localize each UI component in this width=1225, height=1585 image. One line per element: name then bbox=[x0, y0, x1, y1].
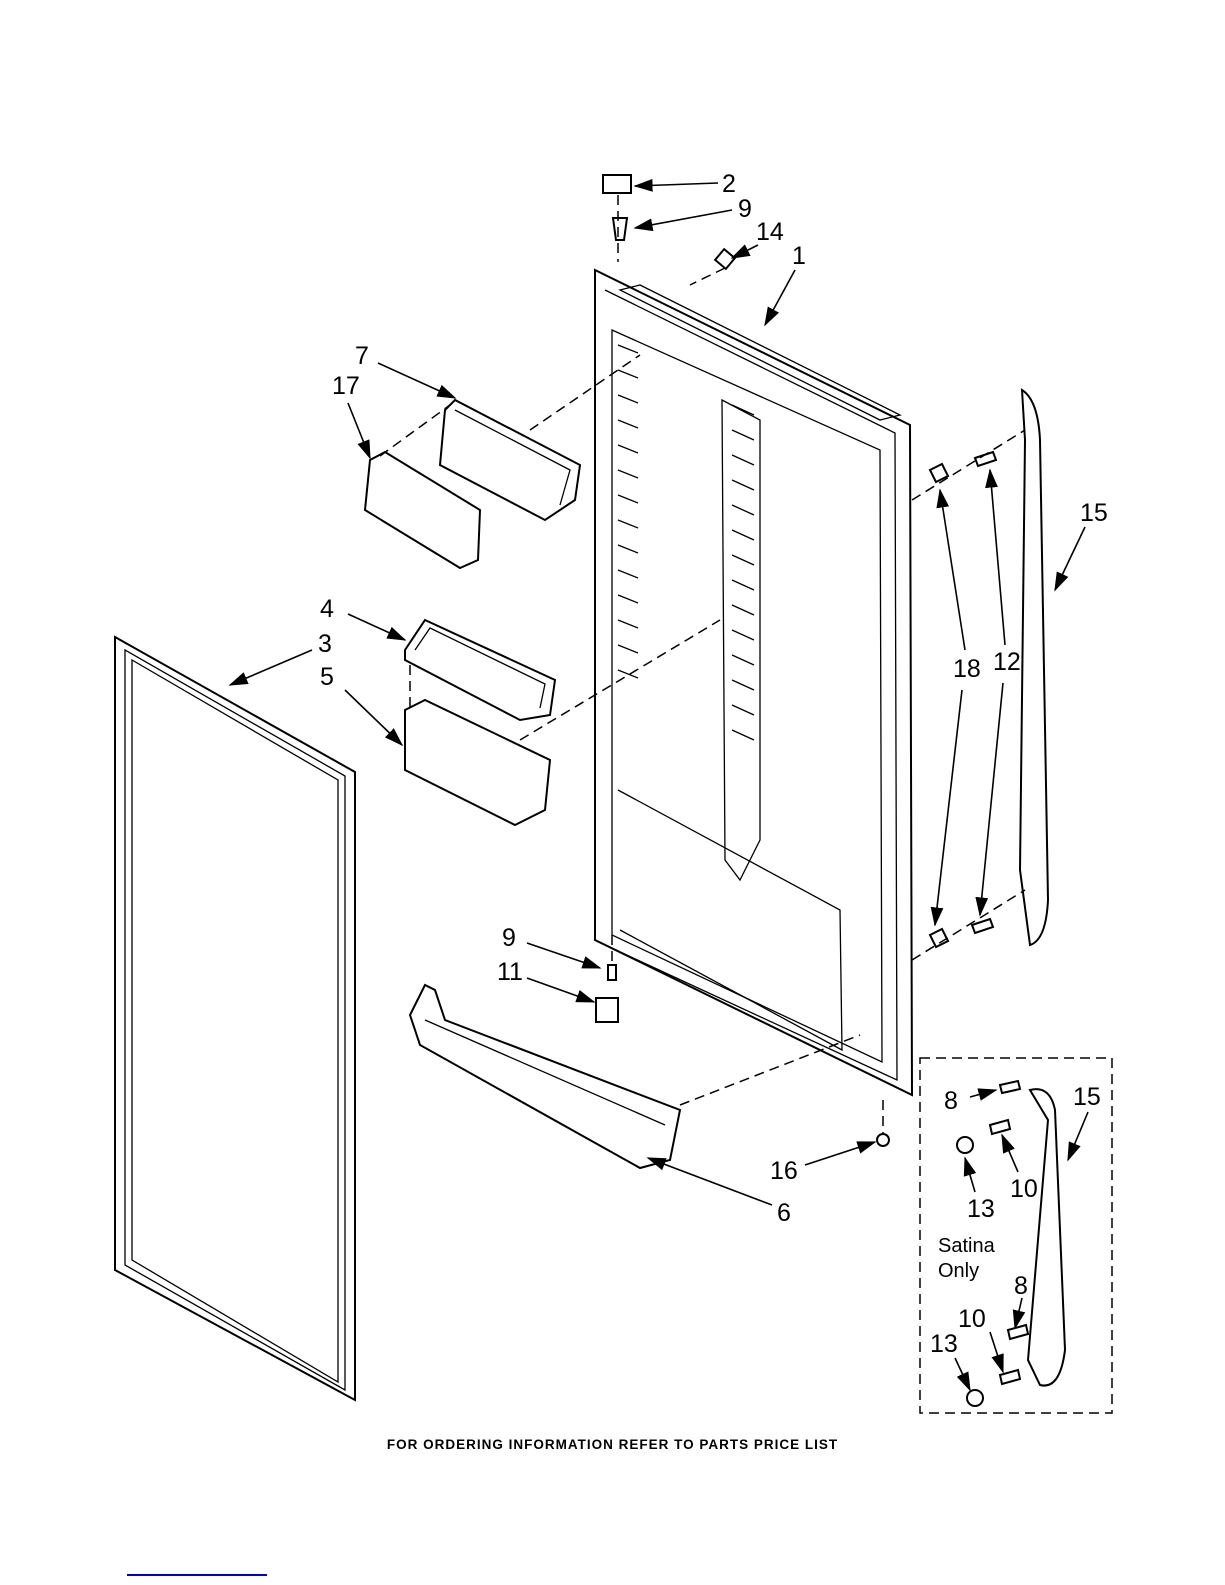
satina-option-box bbox=[919, 1057, 1113, 1414]
callout-10-b: 10 bbox=[958, 1305, 986, 1333]
callout-17: 17 bbox=[332, 372, 360, 400]
callout-9-top: 9 bbox=[738, 195, 752, 223]
door-bin-7 bbox=[438, 398, 582, 522]
callout-12: 12 bbox=[993, 648, 1021, 676]
door-shelf-4 bbox=[404, 618, 557, 722]
callout-9-bottom: 9 bbox=[502, 924, 516, 952]
callout-1: 1 bbox=[792, 242, 806, 270]
callout-8-b: 8 bbox=[1014, 1272, 1028, 1300]
callout-13-a: 13 bbox=[967, 1195, 995, 1223]
satina-handle bbox=[956, 1079, 1067, 1407]
callout-6: 6 bbox=[777, 1199, 791, 1227]
door-bin-5 bbox=[404, 698, 552, 827]
plug-16 bbox=[876, 1133, 890, 1147]
callout-4: 4 bbox=[320, 595, 334, 623]
callout-10-a: 10 bbox=[1010, 1175, 1038, 1203]
callout-2: 2 bbox=[722, 170, 736, 198]
door-bin-6 bbox=[408, 983, 682, 1170]
callout-14: 14 bbox=[756, 218, 784, 246]
callout-15: 15 bbox=[1080, 499, 1108, 527]
top-hinge bbox=[602, 174, 737, 286]
satina-note-line-2: Only bbox=[938, 1260, 979, 1282]
callout-7: 7 bbox=[355, 342, 369, 370]
door-gasket bbox=[114, 635, 356, 1402]
door-handle bbox=[1018, 388, 1050, 947]
bottom-link-underline[interactable] bbox=[127, 1574, 267, 1576]
handle-clips-screws bbox=[911, 429, 1026, 961]
satina-note-line-1: Satina bbox=[938, 1235, 996, 1257]
callout-18: 18 bbox=[953, 655, 981, 683]
door-assembly bbox=[594, 268, 914, 1097]
bottom-hinge bbox=[595, 935, 619, 1023]
callout-8-a: 8 bbox=[944, 1087, 958, 1115]
callout-11: 11 bbox=[497, 958, 523, 986]
callout-13-b: 13 bbox=[930, 1330, 958, 1358]
ordering-info-footer: FOR ORDERING INFORMATION REFER TO PARTS … bbox=[386, 1437, 839, 1452]
callout-15-satina: 15 bbox=[1073, 1083, 1101, 1111]
callout-16: 16 bbox=[770, 1157, 798, 1185]
callout-3: 3 bbox=[318, 630, 332, 658]
door-shelf-ribs-left bbox=[617, 344, 755, 741]
callout-5: 5 bbox=[320, 663, 334, 691]
callout-arrows bbox=[228, 178, 1089, 1392]
